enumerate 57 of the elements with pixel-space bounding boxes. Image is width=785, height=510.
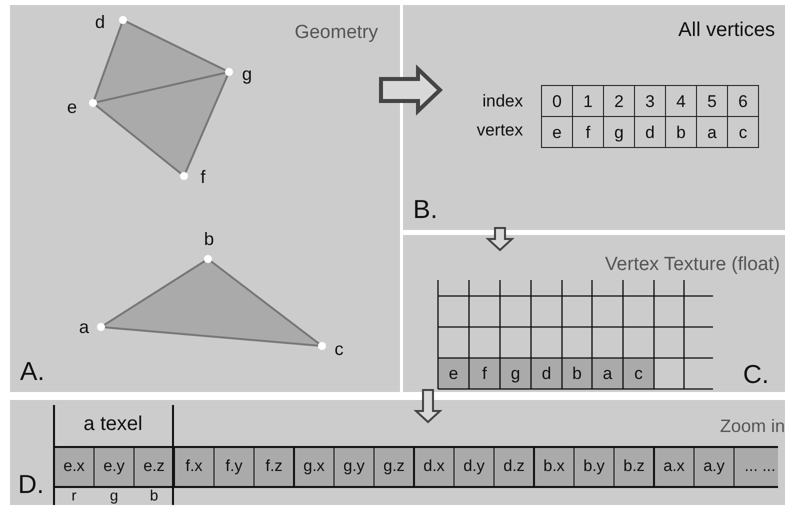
vertex-label: d: [95, 13, 105, 31]
table-cell: c: [727, 116, 759, 148]
texture-cell-text: e: [448, 363, 460, 385]
channel-label: r: [72, 488, 76, 504]
table-cell: 6: [727, 85, 759, 117]
vertex-label: g: [242, 65, 252, 83]
vertex-label: a: [79, 318, 89, 336]
row-header: vertex: [476, 122, 523, 138]
panel: [403, 5, 785, 230]
panel: [10, 400, 785, 505]
texel-cell-text: f.y: [224, 457, 244, 477]
block-arrow: [485, 227, 515, 252]
texture-cell-text: c: [633, 363, 644, 385]
panel: [10, 5, 400, 392]
texel-cell-text: d.y: [462, 457, 486, 477]
row-header: index: [482, 92, 523, 110]
texel-cell-text: d.x: [422, 457, 446, 477]
texture-cell-text: a: [602, 363, 614, 385]
panel-title: Geometry: [294, 23, 378, 42]
texel-cell-text: f.z: [264, 457, 284, 477]
texel-cell-text: b.z: [622, 457, 646, 477]
channel-label: b: [150, 488, 158, 504]
texel-cell-text: g.x: [302, 457, 326, 477]
texel-cell-text: d.z: [502, 457, 526, 477]
texture-cell-text: d: [540, 363, 552, 385]
table-cell: 0: [541, 85, 573, 117]
panel-title: All vertices: [678, 20, 775, 40]
texel-cell-text: g.y: [342, 457, 366, 477]
panel-title: Zoom in: [720, 417, 785, 435]
texture-cell-text: g: [510, 363, 522, 385]
texel-cell-text: f.x: [184, 457, 204, 477]
texel-cell-text: b.x: [542, 457, 566, 477]
panel-title: Vertex Texture (float): [605, 255, 780, 274]
texel-cell-text: g.z: [382, 457, 406, 477]
texel-cell-text: a.y: [702, 457, 726, 477]
vertex-label: e: [67, 98, 77, 116]
panel: [403, 235, 785, 392]
vertex-label: c: [334, 340, 344, 358]
panel-label: A.: [20, 358, 45, 384]
panel-label: D.: [18, 471, 44, 497]
texture-cell-text: b: [571, 363, 583, 385]
texel-cell-text: e.z: [142, 457, 166, 477]
vertex-label: b: [204, 230, 214, 248]
block-arrow: [413, 389, 443, 424]
texel-cell-text: e.x: [62, 457, 86, 477]
texel-cell-text: e.y: [102, 457, 126, 477]
vertex-label: f: [200, 168, 206, 186]
texel-cell-text: ... ...: [743, 457, 777, 477]
block-arrow: [379, 64, 443, 116]
panel-label: B.: [413, 196, 438, 222]
channel-label: g: [110, 488, 118, 504]
texel-cell-text: a.x: [662, 457, 686, 477]
texel-header: a texel: [84, 414, 142, 434]
texture-cell-text: f: [481, 363, 488, 385]
panel-label: C.: [743, 361, 769, 387]
texel-cell-text: b.y: [582, 457, 606, 477]
table-cell: e: [541, 116, 573, 148]
